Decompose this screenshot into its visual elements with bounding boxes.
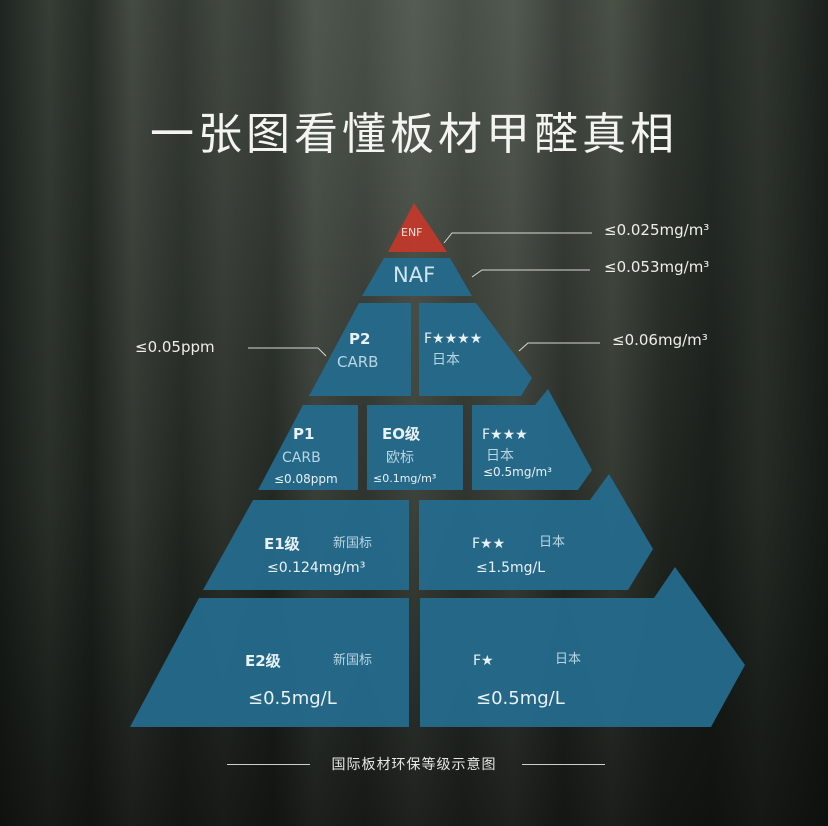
- tier-f3-limit: ≤0.5mg/m³: [483, 465, 552, 479]
- page-title: 一张图看懂板材甲醛真相: [150, 109, 678, 160]
- annotation-f4-limit: ≤0.06mg/m³: [612, 331, 708, 349]
- diagram-caption: 国际板材环保等级示意图: [331, 757, 497, 773]
- tier-f2-standard: 日本: [539, 535, 566, 550]
- tier-e0-standard: 欧标: [386, 450, 414, 466]
- tier-enf-shape: [388, 203, 447, 252]
- tier-e1-shape: [203, 500, 409, 590]
- tier-e1-standard: 新国标: [333, 536, 373, 551]
- tier-p1-label: P1: [293, 425, 315, 443]
- tier-f2-limit: ≤1.5mg/L: [476, 560, 546, 576]
- tier-f1-label: F★: [473, 653, 494, 669]
- tier-e1-label: E1级: [264, 535, 300, 553]
- tier-e0-limit: ≤0.1mg/m³: [373, 472, 437, 485]
- tier-f3-shape: [472, 389, 592, 490]
- tier-p1-standard: CARB: [282, 450, 321, 466]
- tier-p2-standard: CARB: [337, 353, 379, 371]
- tier-enf-label: ENF: [401, 226, 423, 239]
- tier-e0-label: EO级: [382, 425, 420, 443]
- tier-e2-limit: ≤0.5mg/L: [248, 688, 337, 709]
- caption-divider-right: [522, 764, 605, 765]
- tier-e1-limit: ≤0.124mg/m³: [267, 560, 366, 576]
- tier-p2-label: P2: [349, 330, 371, 348]
- tier-p1-limit: ≤0.08ppm: [274, 472, 338, 486]
- tier-f1-standard: 日本: [555, 652, 582, 667]
- tier-e2-label: E2级: [245, 652, 281, 670]
- tier-e2-standard: 新国标: [333, 653, 373, 668]
- tier-p2-shape: [309, 303, 411, 396]
- tier-f1-limit: ≤0.5mg/L: [476, 688, 565, 709]
- tier-f2-shape: [419, 474, 653, 590]
- tier-f1-shape: [420, 567, 745, 727]
- annotation-naf-limit: ≤0.053mg/m³: [604, 258, 710, 276]
- tier-f2-label: F★★: [472, 536, 506, 552]
- leader-line-p2: [248, 347, 327, 357]
- tier-f4-shape: [419, 303, 532, 396]
- tier-f3-label: F★★★: [482, 427, 528, 443]
- annotation-p2-limit: ≤0.05ppm: [135, 338, 215, 356]
- tier-e0-shape: [367, 405, 463, 490]
- tier-p1-shape: [258, 405, 358, 490]
- tier-naf-shape: [362, 258, 472, 296]
- leader-line-f4: [518, 342, 600, 352]
- caption-divider-left: [227, 764, 310, 765]
- tier-f4-label: F★★★★: [424, 331, 483, 347]
- tier-f3-standard: 日本: [486, 448, 514, 464]
- tier-e2-shape: [130, 598, 409, 727]
- tier-naf-label: NAF: [393, 263, 436, 287]
- annotation-enf-limit: ≤0.025mg/m³: [604, 221, 710, 239]
- leader-line-naf: [471, 269, 590, 278]
- leader-line-enf: [443, 232, 592, 244]
- tier-f4-standard: 日本: [432, 352, 460, 368]
